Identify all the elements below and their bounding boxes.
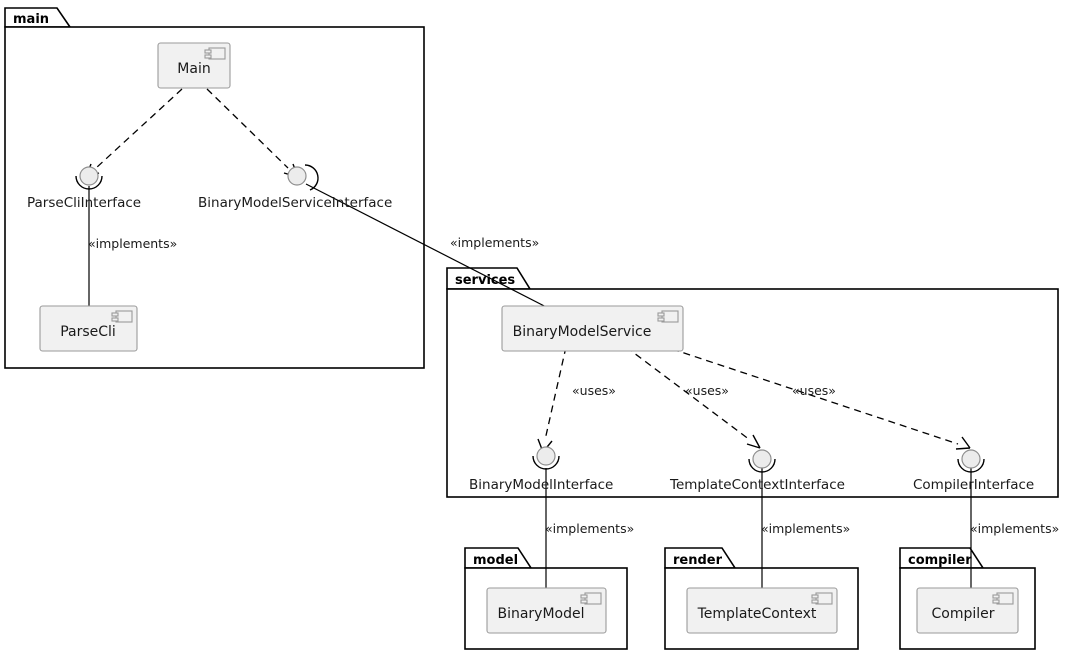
edge-binarymodel-implements: «implements»	[545, 468, 634, 588]
package-services-label: services	[455, 273, 515, 288]
component-templatecontext-label: TemplateContext	[697, 606, 817, 622]
component-templatecontext-box	[686, 587, 838, 634]
component-icon	[204, 47, 226, 60]
implements-label-templatecontext: «implements»	[761, 521, 850, 536]
component-parsecli-label: ParseCli	[60, 324, 116, 340]
interface-compiler[interactable]: CompilerInterface	[913, 449, 1034, 493]
component-parsecli-box	[39, 305, 138, 352]
interface-binarymodelservice-circle	[287, 166, 307, 186]
uses-label-templatecontext: «uses»	[685, 383, 729, 398]
component-main[interactable]: Main	[157, 42, 231, 89]
component-binarymodelservice-label: BinaryModelService	[513, 324, 652, 340]
package-model-label: model	[473, 553, 518, 568]
edge-binarymodelservice-implements: «implements»	[305, 183, 557, 313]
interface-compiler-label: CompilerInterface	[913, 477, 1034, 493]
interface-binarymodelservice-label: BinaryModelServiceInterface	[198, 195, 392, 211]
edge-service-uses-compiler: «uses»	[671, 348, 971, 450]
component-main-label: Main	[177, 61, 210, 77]
implements-label-parsecli: «implements»	[88, 236, 177, 251]
component-icon	[111, 310, 133, 323]
component-parsecli[interactable]: ParseCli	[39, 305, 138, 352]
component-binarymodel[interactable]: BinaryModel	[486, 587, 607, 634]
component-icon	[580, 592, 602, 605]
package-compiler-label: compiler	[908, 553, 972, 568]
component-compiler[interactable]: Compiler	[916, 587, 1019, 634]
component-binarymodel-label: BinaryModel	[497, 606, 584, 622]
interface-templatecontext-circle	[752, 449, 772, 469]
package-render-label: render	[673, 553, 723, 568]
package-main-label: main	[13, 12, 49, 27]
interface-binarymodel-circle	[536, 446, 556, 466]
interface-binarymodel-label: BinaryModelInterface	[469, 477, 613, 493]
implements-label-binarymodel: «implements»	[545, 521, 634, 536]
interface-templatecontext-label: TemplateContextInterface	[669, 477, 845, 493]
component-icon	[811, 592, 833, 605]
interface-parsecli-circle	[79, 166, 99, 186]
implements-label-compiler: «implements»	[970, 521, 1059, 536]
implements-label-binarymodelservice: «implements»	[450, 235, 539, 250]
component-binarymodelservice[interactable]: BinaryModelService	[501, 305, 684, 352]
component-binarymodel-box	[486, 587, 607, 634]
component-compiler-label: Compiler	[931, 606, 994, 622]
edge-compiler-implements: «implements»	[970, 468, 1059, 588]
interface-binarymodelservice[interactable]: BinaryModelServiceInterface	[198, 164, 392, 211]
edge-templatecontext-implements: «implements»	[761, 468, 850, 588]
interface-parsecli[interactable]: ParseCliInterface	[27, 166, 141, 211]
component-templatecontext[interactable]: TemplateContext	[686, 587, 838, 634]
interface-templatecontext[interactable]: TemplateContextInterface	[669, 449, 845, 493]
interface-parsecli-label: ParseCliInterface	[27, 195, 141, 211]
interface-compiler-circle	[961, 449, 981, 469]
interface-binarymodel[interactable]: BinaryModelInterface	[469, 446, 613, 493]
component-icon	[992, 592, 1014, 605]
edge-parsecli-implements: «implements»	[88, 186, 177, 306]
component-icon	[657, 310, 679, 323]
uses-label-compiler: «uses»	[792, 383, 836, 398]
component-compiler-box	[916, 587, 1019, 634]
component-binarymodelservice-box	[501, 305, 684, 352]
uses-label-binarymodel: «uses»	[572, 383, 616, 398]
edge-service-uses-templatecontext: «uses»	[625, 346, 761, 449]
